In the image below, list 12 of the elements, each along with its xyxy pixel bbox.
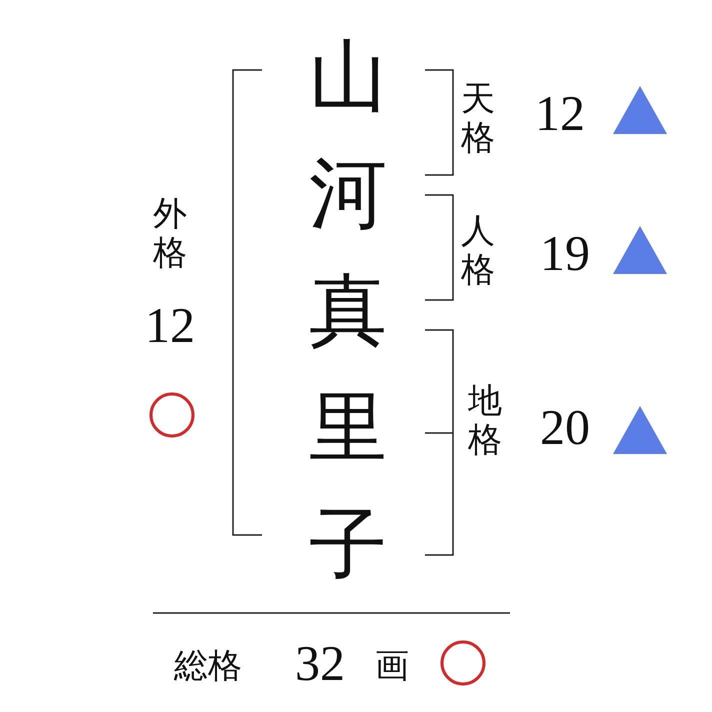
fortune-label: 総格: [174, 650, 242, 684]
unit-label: 画: [375, 650, 409, 684]
stroke-count: 12: [535, 88, 585, 138]
stroke-count: 20: [540, 402, 590, 452]
stroke-count: 19: [540, 228, 590, 278]
fortune-label: 人格: [461, 212, 495, 290]
stroke-count: 12: [145, 300, 195, 350]
name-column: 山河真里子: [309, 18, 387, 603]
stroke-count: 32: [295, 638, 345, 688]
fortune-label: 地格: [468, 382, 502, 460]
fortune-label: 天格: [461, 80, 495, 158]
fortune-label: 外格: [153, 195, 187, 274]
